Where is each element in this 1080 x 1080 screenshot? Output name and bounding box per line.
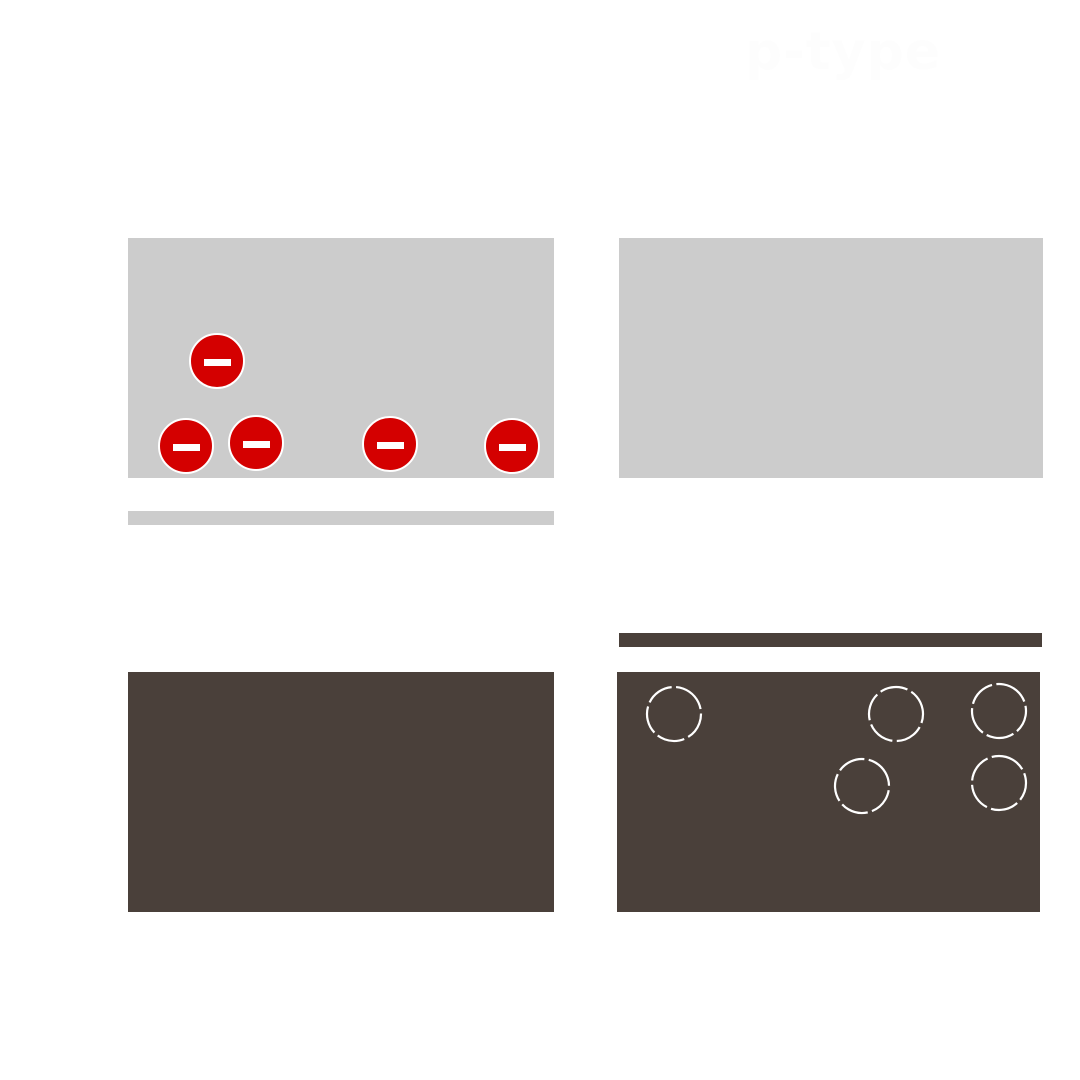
electron-icon (484, 418, 540, 474)
minus-sign-icon (377, 442, 404, 449)
hole-icon (867, 685, 925, 743)
dark-panel-bottom-right (617, 672, 1040, 912)
hole-icon (833, 757, 891, 815)
light-panel-top-right (619, 238, 1043, 478)
page-title: p-type (745, 22, 942, 82)
hole-icon (970, 682, 1028, 740)
electron-icon (189, 333, 245, 389)
hole-icon (970, 754, 1028, 812)
minus-sign-icon (243, 441, 270, 448)
electron-icon (228, 415, 284, 471)
dark-bar (619, 633, 1042, 647)
minus-sign-icon (204, 359, 231, 366)
dark-panel-bottom-left (128, 672, 554, 912)
hole-icon (645, 685, 703, 743)
minus-sign-icon (499, 444, 526, 451)
electron-icon (362, 416, 418, 472)
minus-sign-icon (173, 444, 200, 451)
light-bar (128, 511, 554, 525)
electron-icon (158, 418, 214, 474)
